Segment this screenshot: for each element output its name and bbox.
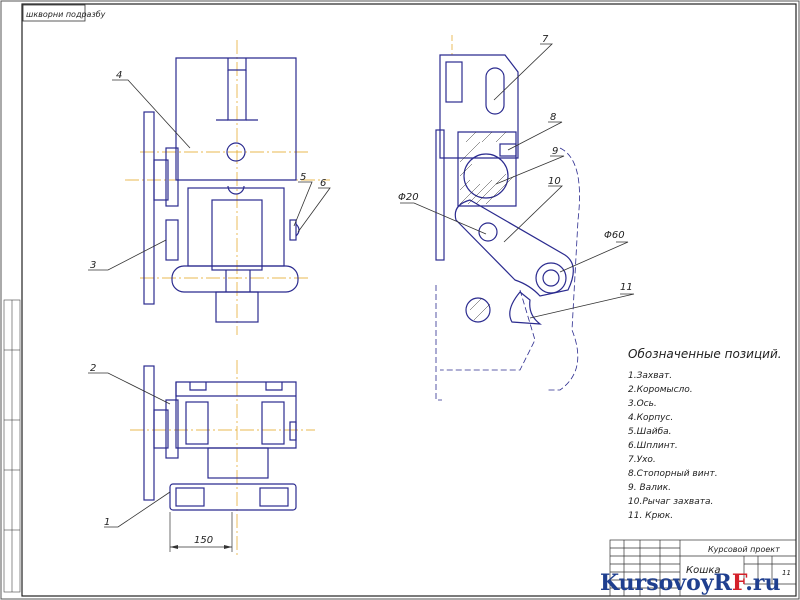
legend-item: 7.Ухо. <box>628 455 656 465</box>
legend-item: 8.Стопорный винт. <box>628 469 718 479</box>
callout-1: 1 <box>104 517 110 528</box>
dimension-150: 150 <box>194 535 213 546</box>
callout-9: 9 <box>552 146 558 157</box>
legend-title: Обозначенные позиций. <box>628 347 782 361</box>
title-block-project: Курсовой проект <box>708 545 780 554</box>
legend: Обозначенные позиций. 1.Захват. 2.Коромы… <box>628 347 782 521</box>
callout-11: 11 <box>620 282 633 293</box>
hatching <box>459 131 515 321</box>
legend-item: 3.Ось. <box>628 399 657 409</box>
watermark-part2: F <box>732 570 748 596</box>
stamp-box <box>22 4 86 22</box>
callout-6: 6 <box>320 178 326 189</box>
legend-item: 5.Шайба. <box>628 427 672 437</box>
legend-item: 1.Захват. <box>628 371 672 381</box>
legend-item: 4.Корпус. <box>628 413 673 423</box>
watermark-logo: KursovoyRF.ru <box>600 570 780 596</box>
title-block-name: Кошка <box>686 565 721 576</box>
legend-item: 11. Крюк. <box>628 511 673 521</box>
dimension-phi60: Φ60 <box>604 230 625 241</box>
callout-7: 7 <box>542 34 549 45</box>
watermark-part3: .ru <box>745 570 780 596</box>
legend-item: 6.Шплинт. <box>628 441 678 451</box>
callout-4: 4 <box>116 70 122 81</box>
stamp-text: шкворни подразбу <box>26 10 106 19</box>
left-bottom-view <box>130 360 315 555</box>
right-side-view <box>435 35 580 401</box>
callout-3: 3 <box>90 260 96 271</box>
legend-item: 9. Валик. <box>628 483 671 493</box>
left-margin-strip <box>3 299 21 593</box>
callout-8: 8 <box>550 112 556 123</box>
legend-item: 10.Рычаг захвата. <box>628 497 713 507</box>
callout-2: 2 <box>90 363 96 374</box>
left-top-view <box>125 40 330 335</box>
svg-text:KursovoyRF.ru: KursovoyRF.ru <box>600 570 780 596</box>
inner-frame <box>21 3 797 597</box>
callout-5: 5 <box>300 172 306 183</box>
leader-lines <box>88 43 635 528</box>
dimension-phi20: Φ20 <box>398 192 419 203</box>
watermark-part1: KursovoyR <box>600 570 733 596</box>
title-block <box>609 539 797 597</box>
callout-10: 10 <box>548 176 561 187</box>
legend-item: 2.Коромысло. <box>628 385 693 395</box>
title-block-sheet-no: 11 <box>782 569 791 577</box>
